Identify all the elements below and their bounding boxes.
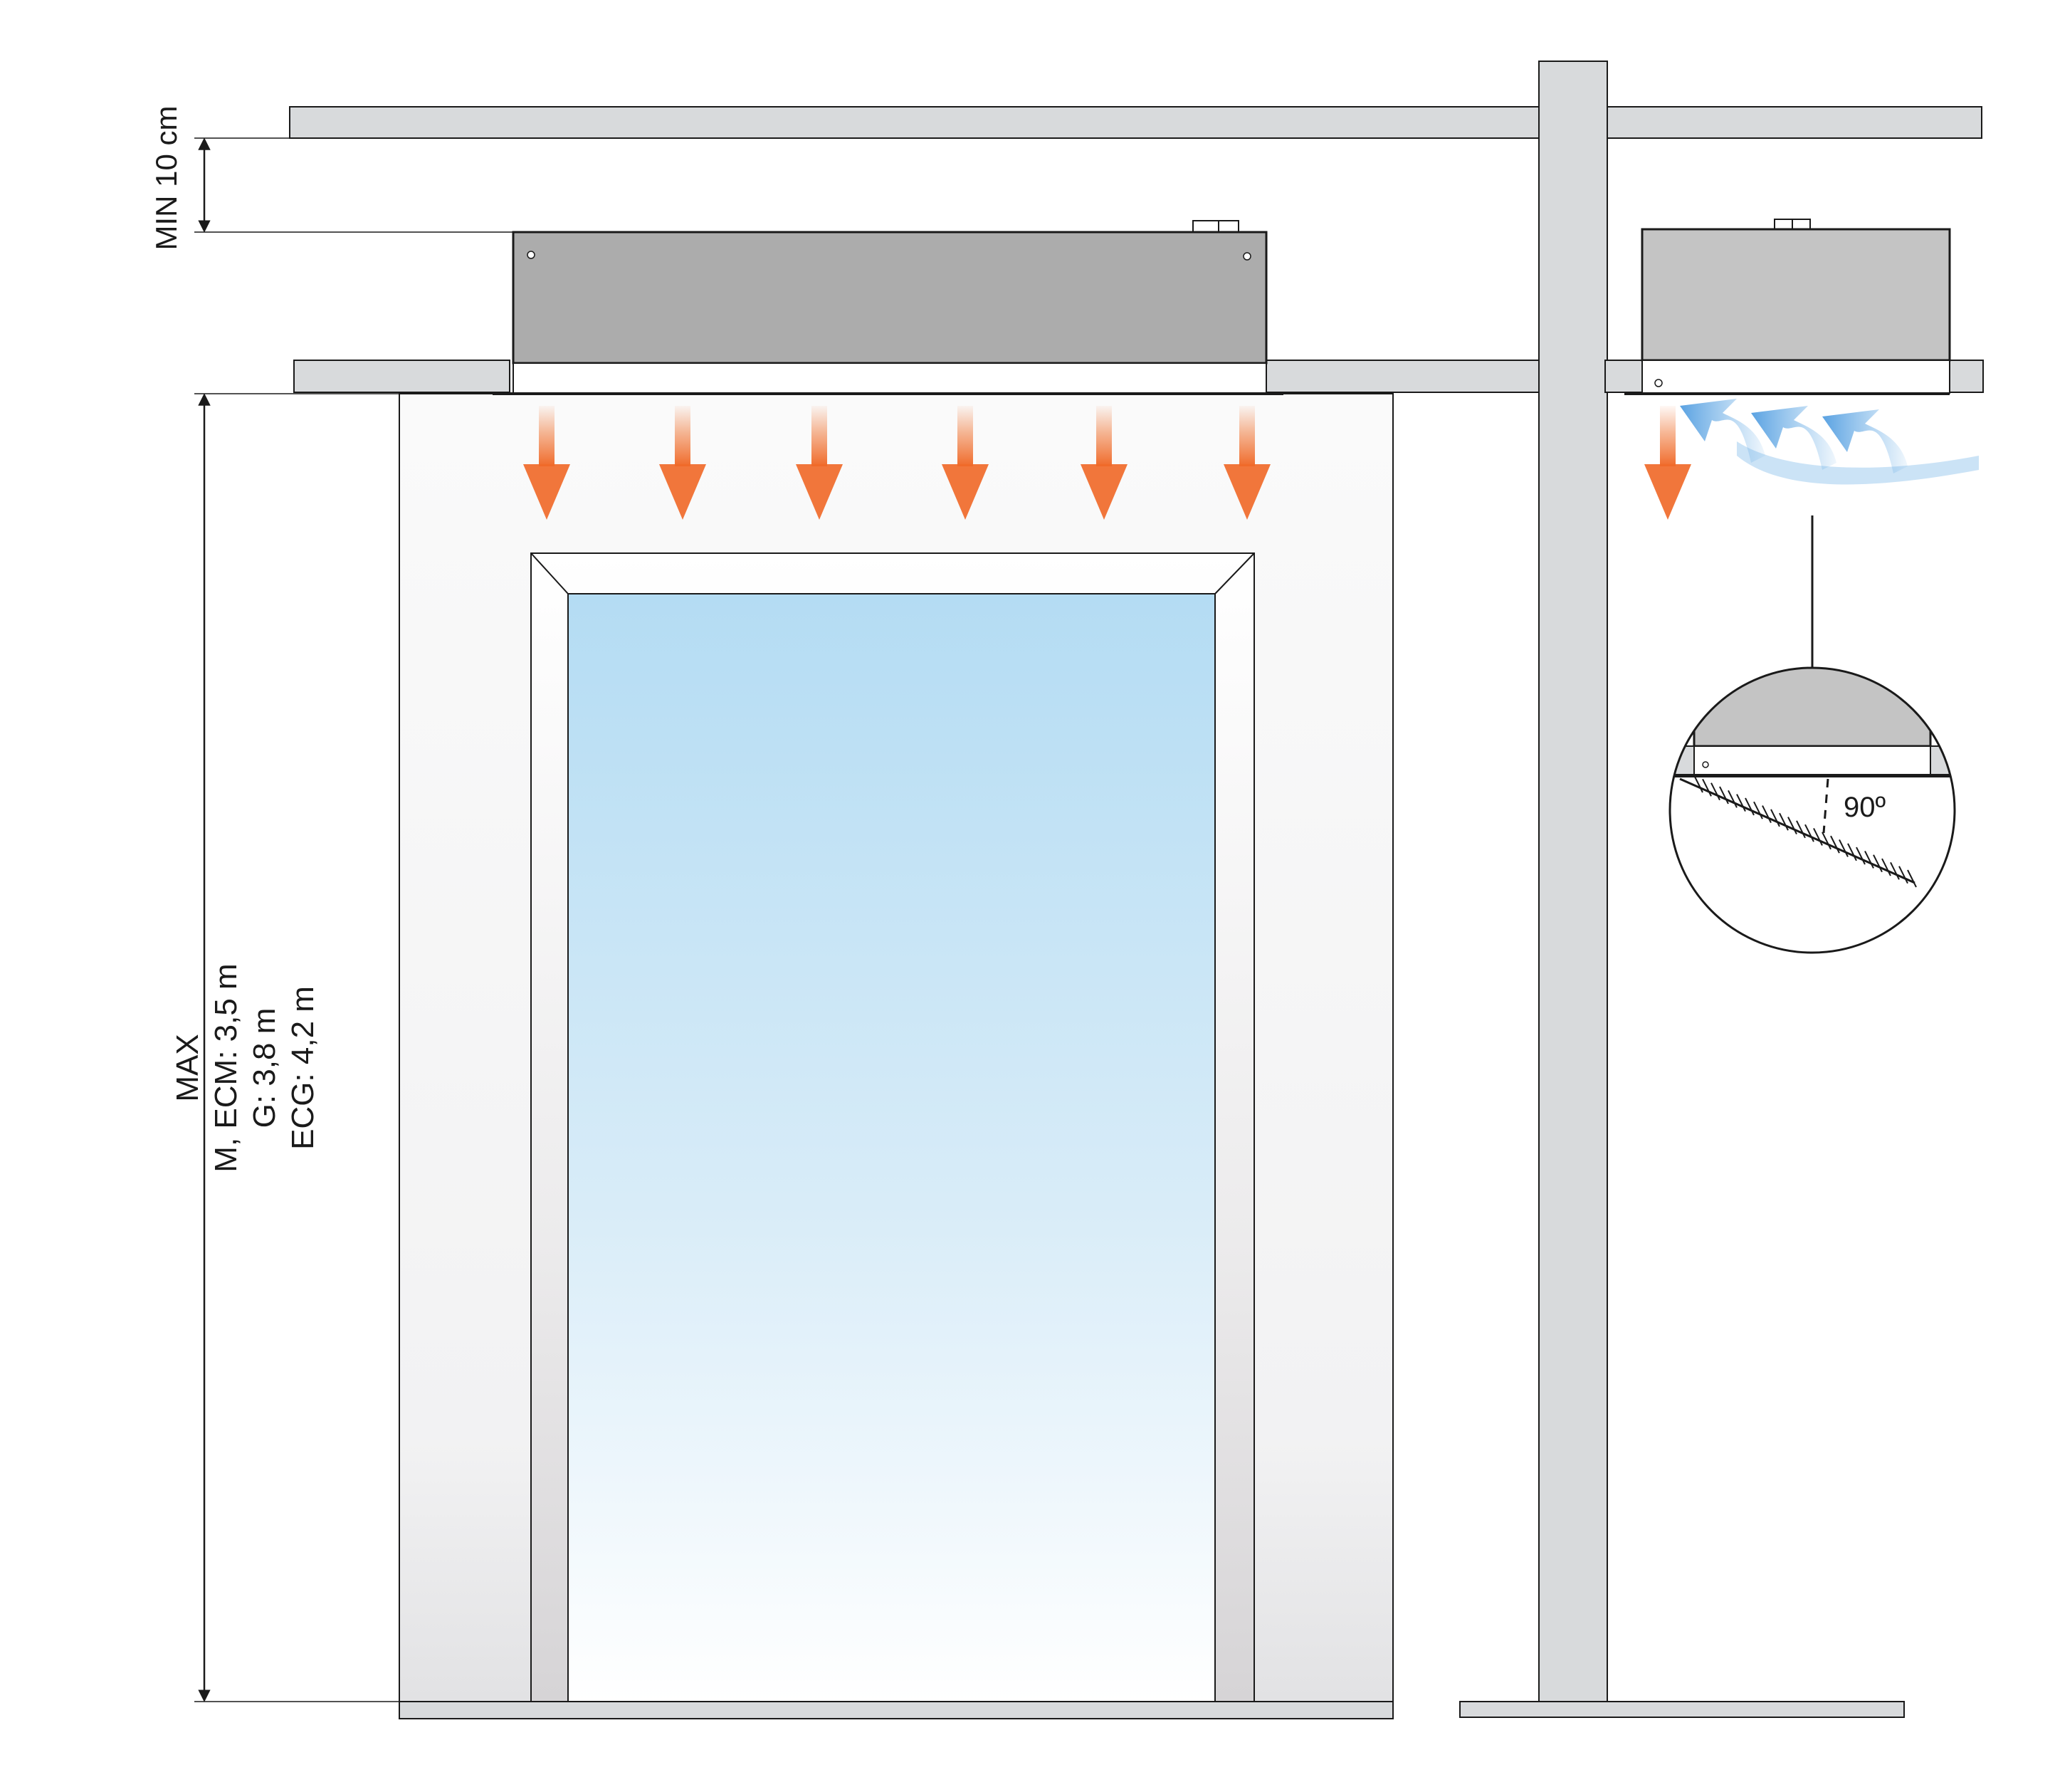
svg-text:G: 3,8 m: G: 3,8 m bbox=[247, 1008, 282, 1128]
column bbox=[1538, 61, 1608, 1702]
warm-air-arrow-icon bbox=[659, 406, 706, 520]
svg-text:MAX: MAX bbox=[170, 1034, 205, 1101]
floor-left bbox=[399, 1701, 1394, 1719]
cold-air-swirl-icon bbox=[1680, 399, 1979, 485]
warm-air-arrow-icon bbox=[523, 406, 570, 520]
warm-air-arrow-icon bbox=[942, 406, 989, 520]
warm-air-arrow-icon bbox=[1081, 406, 1128, 520]
svg-text:ECG: 4,2 m: ECG: 4,2 m bbox=[285, 986, 320, 1150]
warm-air-arrow-icon bbox=[796, 406, 843, 520]
ceiling-slab bbox=[289, 106, 1982, 139]
warm-air-arrows bbox=[523, 406, 1271, 520]
air-curtain-unit-side bbox=[1624, 219, 1951, 395]
min-clearance-label: MIN 10 cm bbox=[149, 105, 183, 250]
suspended-ceiling-left bbox=[293, 360, 510, 393]
svg-text:M, ECM: 3,5 m: M, ECM: 3,5 m bbox=[209, 963, 243, 1172]
warm-air-arrow-icon bbox=[1644, 406, 1691, 520]
max-height-label: MAX M, ECM: 3,5 m G: 3,8 m ECG: 4,2 m bbox=[170, 963, 320, 1172]
air-curtain-unit-front bbox=[493, 220, 1283, 395]
floor-right bbox=[1459, 1701, 1905, 1718]
deflector-detail: 90º bbox=[1668, 666, 1956, 954]
angle-label: 90º bbox=[1844, 792, 1886, 823]
warm-air-arrow-icon bbox=[1224, 406, 1271, 520]
warm-air-arrow-icon bbox=[1644, 406, 1691, 520]
door-glass bbox=[567, 593, 1216, 1702]
